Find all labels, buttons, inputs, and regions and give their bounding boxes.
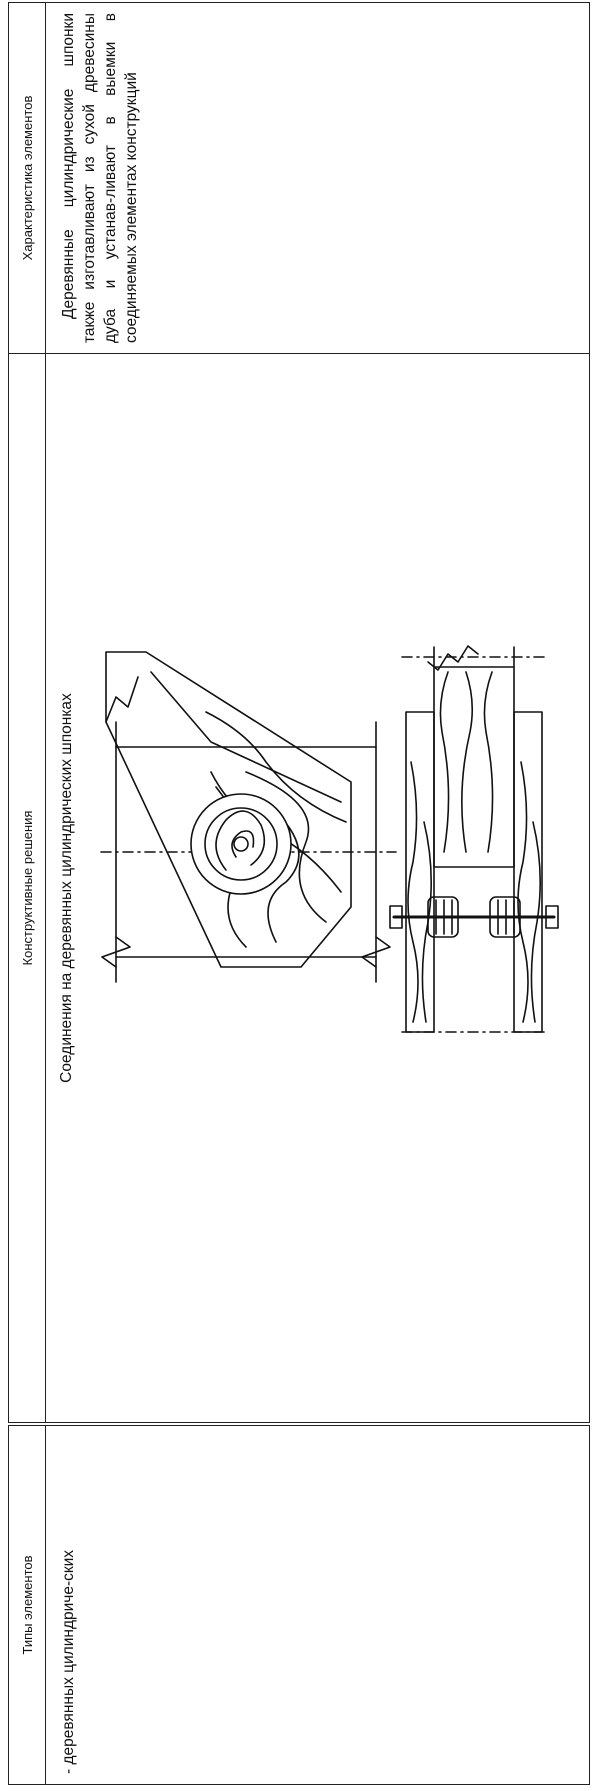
header-design-solutions: Конструктивные решения bbox=[8, 353, 46, 1424]
joint-plan-drawing bbox=[100, 651, 397, 983]
drawing-caption: Соединения на деревянных цилиндрических … bbox=[58, 693, 75, 1083]
cell-element-type: - деревянных цилиндриче-ских bbox=[45, 1424, 590, 1785]
header-element-types: Типы элементов bbox=[8, 1424, 46, 1785]
drawings-area bbox=[76, 354, 576, 1422]
joint-section-drawing bbox=[389, 645, 559, 1033]
header-element-characteristics: Характеристика элементов bbox=[8, 2, 46, 354]
cell-element-characteristics: Деревянные цилиндрические шпонки также и… bbox=[45, 2, 590, 354]
technical-drawings bbox=[100, 645, 559, 1033]
element-type-text: - деревянных цилиндриче-ских bbox=[60, 1549, 77, 1774]
header-row: Типы элементов Конструктивные решения Ха… bbox=[8, 2, 46, 1785]
structure-table: Типы элементов Конструктивные решения Ха… bbox=[8, 2, 590, 1785]
cell-design-solution: Соединения на деревянных цилиндрических … bbox=[45, 353, 590, 1424]
characteristics-text: Деревянные цилиндрические шпонки также и… bbox=[60, 13, 140, 343]
table-row: - деревянных цилиндриче-ских Соединения … bbox=[45, 2, 590, 1785]
